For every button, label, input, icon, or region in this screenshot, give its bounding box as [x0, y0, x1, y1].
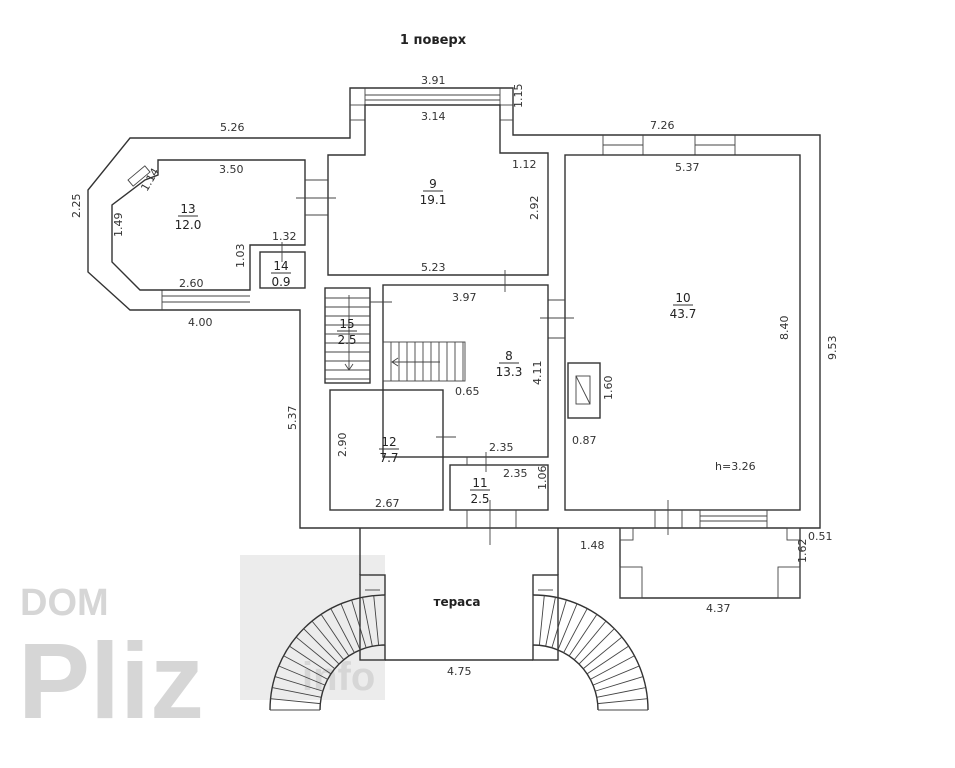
dimension-label: 2.35: [503, 467, 528, 480]
spiral-stairs-left: [269, 594, 386, 711]
dimension-label: 9.53: [826, 336, 839, 361]
room-number: 11: [472, 476, 487, 490]
room-number: 15: [339, 317, 354, 331]
dimension-label: 2.67: [375, 497, 400, 510]
room-9-outline: [327, 104, 549, 276]
floor-title: 1 поверх: [400, 33, 467, 48]
dimension-label: 2.92: [528, 196, 541, 221]
dimension-label: 3.50: [219, 163, 244, 176]
dimension-label: 1.15: [512, 84, 525, 109]
dimension-label: 4.11: [531, 361, 544, 386]
dimension-label: 0.51: [808, 530, 833, 543]
dimension-label: 1.49: [112, 213, 125, 238]
vent-icon: [127, 165, 151, 187]
dimension-label: 2.35: [489, 441, 514, 454]
dimension-label: h=3.26: [715, 460, 756, 473]
dimension-label: 1.62: [796, 539, 809, 564]
room-13-outline: [111, 159, 306, 291]
dimension-label: 1.32: [272, 230, 297, 243]
dimension-label: 1.03: [234, 244, 247, 269]
dimension-label: 1.48: [580, 539, 605, 552]
dimension-label: 2.25: [70, 194, 83, 219]
dimension-label: 3.97: [452, 291, 477, 304]
room-area: 13.3: [496, 365, 523, 379]
room-15-outline: [324, 287, 371, 384]
dimension-label: 5.26: [220, 121, 245, 134]
porch: [619, 527, 801, 599]
room-number: 12: [381, 435, 396, 449]
room-number: 8: [505, 349, 513, 363]
room-area: 0.9: [271, 275, 290, 289]
watermark: DOM Pliz info: [18, 555, 385, 741]
dimension-label: 5.37: [675, 161, 700, 174]
window-top: [161, 88, 736, 310]
outer-wall: [87, 87, 821, 529]
dimension-label: 1.60: [602, 376, 615, 401]
dimension-label: 2.90: [336, 433, 349, 458]
dimension-label: 5.23: [421, 261, 446, 274]
stairs-15: [325, 297, 370, 380]
dimension-label: 1.12: [512, 158, 537, 171]
watermark-dom: DOM: [20, 582, 109, 624]
door-10: [540, 299, 768, 535]
room-area: 12.0: [175, 218, 202, 232]
room-area: 43.7: [670, 307, 697, 321]
terrace-label: тераса: [434, 595, 481, 609]
room-14-outline: [259, 251, 306, 289]
dimension-label: 3.14: [421, 110, 446, 123]
room-area: 19.1: [420, 193, 447, 207]
dimension-label: 3.91: [421, 74, 446, 87]
room-11-outline: [449, 464, 549, 511]
door-13-9: [296, 179, 336, 216]
room-number: 10: [675, 291, 690, 305]
dimension-label: 7.26: [650, 119, 675, 132]
watermark-pliz: Pliz: [18, 620, 204, 741]
room-12-outline: [329, 389, 444, 511]
stairs-8-steps: [390, 342, 464, 381]
room-8-outline: [382, 284, 549, 458]
stairs-8: [382, 341, 466, 382]
dimension-label: 4.37: [706, 602, 731, 615]
dimension-label: 0.65: [455, 385, 480, 398]
dimension-label: 4.75: [447, 665, 472, 678]
dimension-label: 5.37: [286, 406, 299, 431]
room-number: 13: [180, 202, 195, 216]
terrace: [359, 528, 559, 661]
room-10-outline: [564, 154, 801, 511]
dimension-label: 4.00: [188, 316, 213, 329]
room-number: 9: [429, 177, 437, 191]
room-area: 2.5: [337, 333, 356, 347]
room-number: 14: [273, 259, 288, 273]
room-area: 7.7: [379, 451, 398, 465]
room-area: 2.5: [470, 492, 489, 506]
chimney: [567, 362, 601, 419]
dimension-label: 1.06: [536, 466, 549, 491]
spiral-stairs-right: [532, 594, 649, 711]
dimension-label: 2.60: [179, 277, 204, 290]
dimension-label: 0.87: [572, 434, 597, 447]
dimension-label: 8.40: [778, 316, 791, 341]
